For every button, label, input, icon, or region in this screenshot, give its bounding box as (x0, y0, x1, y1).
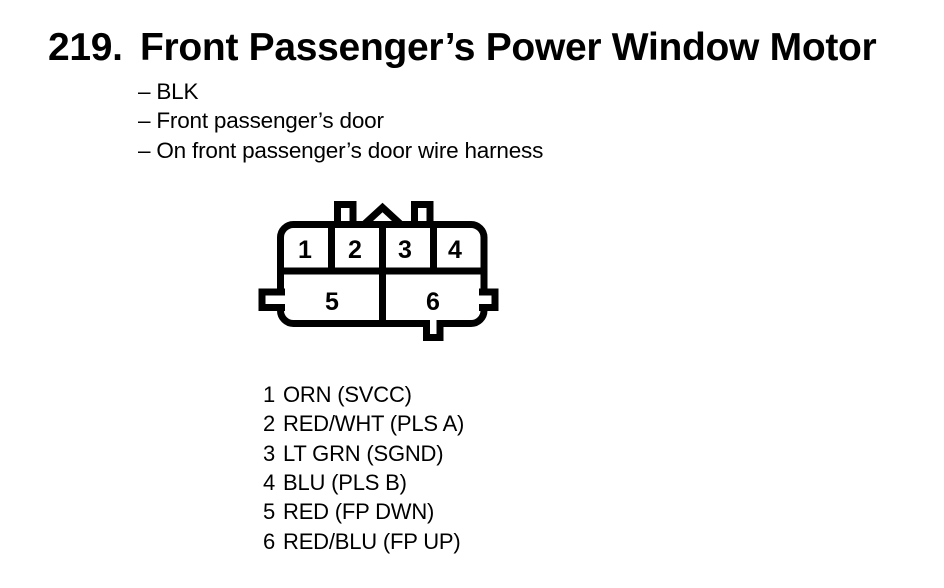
connector-cavity-6: 6 (426, 288, 440, 316)
pin-number: 3 (263, 440, 276, 466)
pin-wire-label: ORN (SVCC) (283, 382, 412, 407)
pin-number: 5 (263, 499, 276, 525)
connector-cavity-3: 3 (398, 236, 412, 264)
connector-diagram: 1 2 3 4 5 6 (258, 201, 499, 341)
detail-harness: – On front passenger’s door wire harness (138, 137, 544, 163)
connector-cavity-1: 1 (298, 236, 312, 264)
pinout-row: 2 RED/WHT (PLS A) (263, 409, 464, 438)
connector-side-tab-right (479, 288, 499, 311)
connector-bottom-tab (423, 320, 444, 341)
connector-side-tab-left (258, 288, 285, 311)
pin-wire-label: BLU (PLS B) (283, 470, 407, 496)
connector-cavity-4: 4 (448, 236, 462, 264)
pin-wire-label: LT GRN (SGND) (283, 440, 444, 466)
pin-wire-label: RED/WHT (PLS A) (283, 411, 465, 437)
connector-key-triangle (355, 202, 410, 228)
pinout-row: 5 RED (FP DWN) (263, 497, 464, 526)
pin-number: 1 (263, 382, 276, 407)
pin-wire-label: RED (FP DWN) (283, 499, 435, 525)
pin-number: 4 (263, 470, 276, 496)
detail-location: – Front passenger’s door (138, 108, 384, 134)
connector-cavity-5: 5 (325, 288, 339, 316)
connector-detail-lines: – BLK – Front passenger’s door – On fron… (138, 77, 543, 165)
pinout-row: 3 LT GRN (SGND) (263, 439, 464, 468)
pinout-row: 6 RED/BLU (FP UP) (263, 527, 464, 556)
detail-wire-color: – BLK (138, 79, 199, 104)
section-title: Front Passenger’s Power Window Motor (140, 26, 877, 69)
pin-wire-label: RED/BLU (FP UP) (283, 528, 461, 554)
connector-top-tab-right (411, 201, 434, 228)
connector-cavity-2: 2 (348, 236, 362, 264)
pinout-legend: 1 ORN (SVCC) 2 RED/WHT (PLS A) 3 LT GRN (SG… (263, 380, 464, 556)
section-number: 219. (48, 26, 123, 69)
pinout-row: 4 BLU (PLS B) (263, 468, 464, 497)
pin-number: 6 (263, 528, 276, 554)
connector-top-tab-left (334, 201, 357, 228)
pinout-row: 1 ORN (SVCC) (263, 380, 464, 409)
pin-number: 2 (263, 411, 276, 437)
